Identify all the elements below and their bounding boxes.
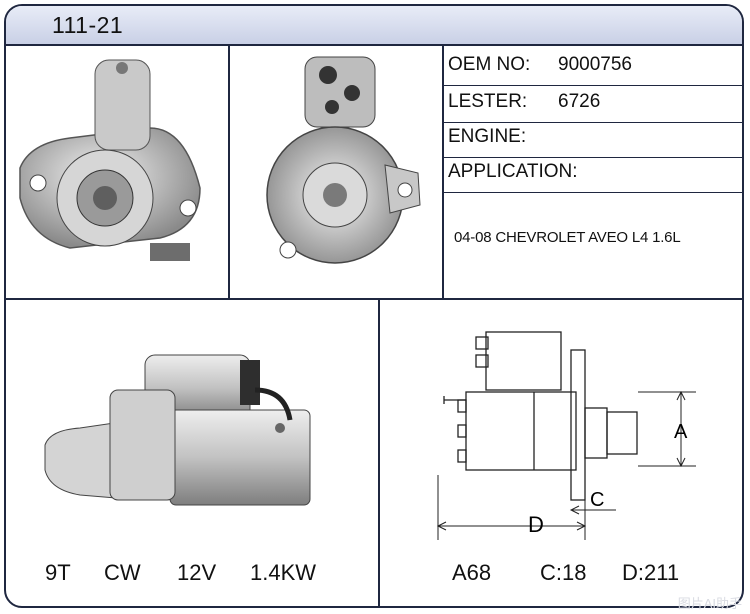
divider-middle <box>6 298 742 300</box>
dimension-a-label: A <box>674 421 688 443</box>
lester-label: LESTER: <box>448 91 528 112</box>
dimension-d-value: D:211 <box>622 560 680 585</box>
voltage-rating: 12V <box>177 560 217 585</box>
flange-outline <box>570 349 586 501</box>
dimension-a-value: A68 <box>452 560 492 585</box>
rotation-direction: CW <box>104 560 141 585</box>
spec-divider-2 <box>444 122 742 123</box>
dimension-c-label: C <box>590 489 604 511</box>
dimension-c-value: C:18 <box>540 560 587 585</box>
divider-top-right <box>442 44 444 298</box>
starter-side-photo <box>44 354 311 506</box>
spec-divider-3 <box>444 157 742 158</box>
lester-value: 6726 <box>558 91 601 112</box>
dimension-d-label: D <box>528 512 544 537</box>
oem-label: OEM NO: <box>448 54 531 75</box>
watermark-text: 图片AI助手 <box>677 596 742 611</box>
divider-bottom <box>378 300 380 606</box>
starter-rear-photo <box>266 56 421 264</box>
application-value: 04-08 CHEVROLET AVEO L4 1.6L <box>454 229 681 246</box>
title-bar: 111-21 <box>6 6 742 46</box>
oem-value: 9000756 <box>558 54 632 75</box>
divider-top-left <box>228 44 230 298</box>
dimension-diagram: A C D <box>436 331 696 540</box>
part-number-title: 111-21 <box>52 12 124 38</box>
starter-front-photo <box>19 59 201 261</box>
motor-outline <box>465 391 577 471</box>
teeth-count: 9T <box>45 560 71 585</box>
spec-divider-1 <box>444 85 742 86</box>
solenoid-outline <box>485 331 562 391</box>
power-rating: 1.4KW <box>250 560 317 585</box>
engine-label: ENGINE: <box>448 126 527 147</box>
application-label: APPLICATION: <box>448 161 578 182</box>
spec-divider-4 <box>444 192 742 193</box>
